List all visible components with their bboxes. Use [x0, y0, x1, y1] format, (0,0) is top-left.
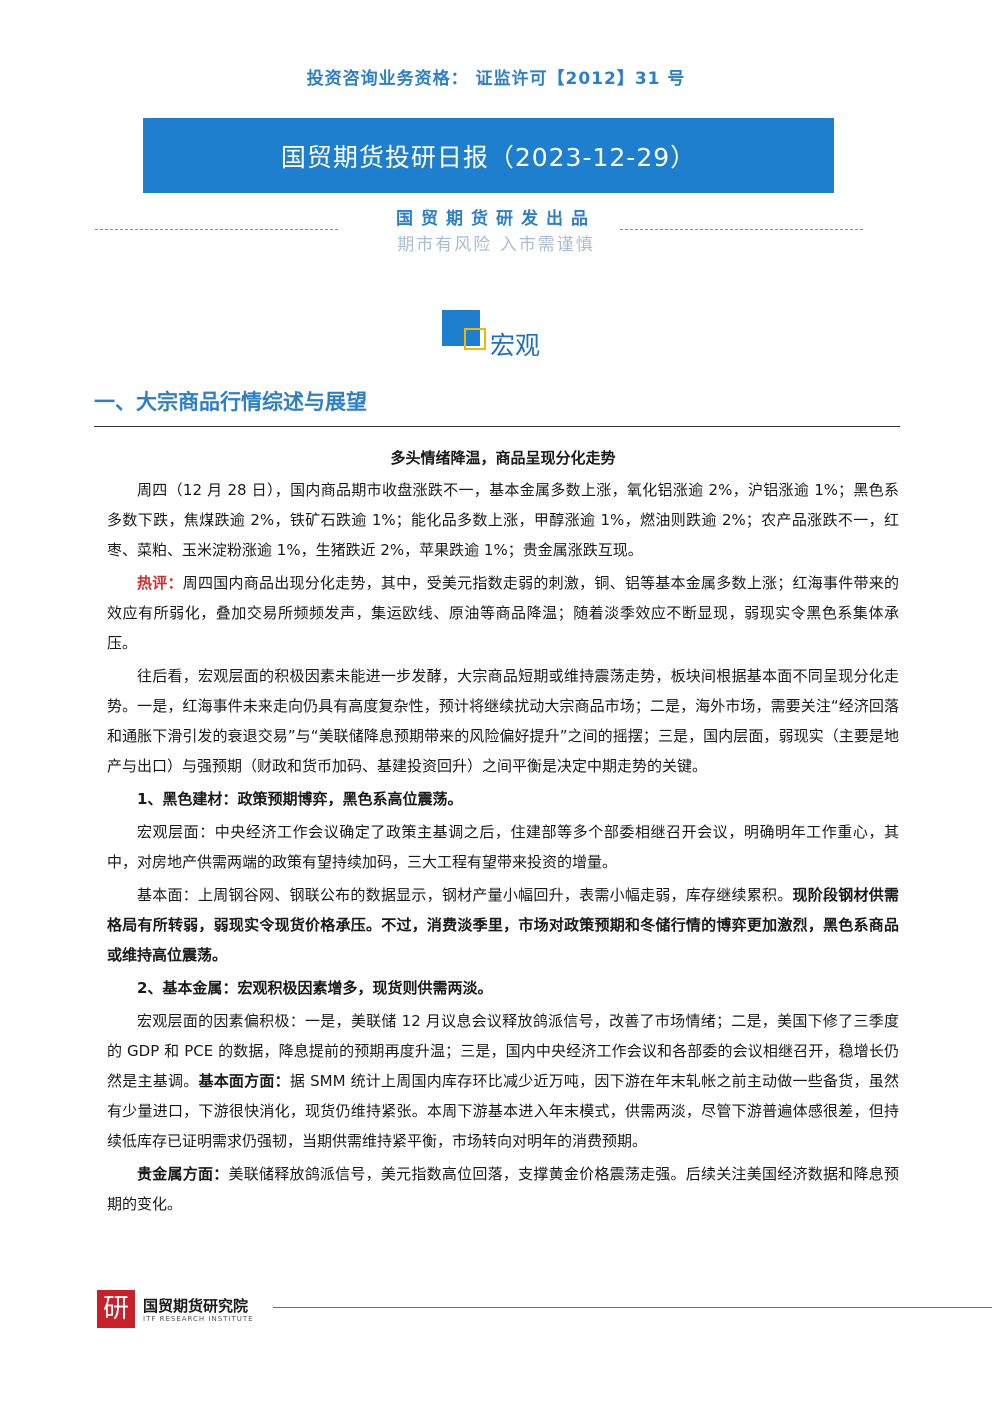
report-title-banner: 国贸期货投研日报（2023-12-29）: [143, 118, 834, 193]
publisher-text: 国贸期货研发出品: [396, 209, 596, 229]
paragraph-base-metals-heading: 2、基本金属：宏观积极因素增多，现货则供需两淡。: [137, 979, 493, 997]
footer-rule: [273, 1307, 992, 1308]
report-title: 国贸期货投研日报（2023-12-29）: [280, 142, 697, 172]
paragraph-ferrous-macro: 宏观层面：中央经济工作会议确定了政策主基调之后，住建部等多个部委相继召开会议，明…: [107, 823, 899, 871]
org-name: 国贸期货研究院: [143, 1297, 249, 1315]
precious-metals-label: 贵金属方面：: [137, 1165, 229, 1183]
paragraph-market-summary: 周四（12 月 28 日），国内商品期市收盘涨跌不一，基本金属多数上涨，氧化铝涨…: [107, 481, 899, 559]
dashed-divider-left: [95, 229, 338, 230]
section-title: 宏观: [490, 331, 541, 360]
hot-comment-text: 周四国内商品出现分化走势，其中，受美元指数走弱的刺激，铜、铝等基本金属多数上涨；…: [107, 574, 899, 652]
dashed-divider-right: [620, 229, 863, 230]
paragraph-hot-comment: 热评：周四国内商品出现分化走势，其中，受美元指数走弱的刺激，铜、铝等基本金属多数…: [107, 568, 899, 658]
base-metals-macro-text: 宏观层面的因素偏积极：一是，美联储 12 月议息会议释放鸽派信号，改善了市场情绪…: [107, 1012, 899, 1090]
section-heading: 一、大宗商品行情综述与展望: [94, 390, 367, 414]
section-marker-icon: [442, 310, 488, 354]
research-logo-icon: 研: [97, 1290, 135, 1328]
paragraph-base-metals-detail: 宏观层面的因素偏积极：一是，美联储 12 月议息会议释放鸽派信号，改善了市场情绪…: [107, 1006, 899, 1156]
precious-metals-text: 美联储释放鸽派信号，美元指数高位回落，支撑黄金价格震荡走强。后续关注美国经济数据…: [107, 1165, 899, 1213]
ferrous-fundamentals-bold: 现阶段钢材供需格局有所转弱，弱现实令现货价格承压。不过，消费淡季里，市场对政策预…: [107, 886, 899, 964]
section-marker-yellow-square: [464, 328, 486, 350]
base-metals-fundamentals-text: 据 SMM 统计上周国内库存环比减少近万吨，因下游在年末轧帐之前主动做一些备货，…: [107, 1072, 899, 1150]
paragraph-outlook: 往后看，宏观层面的积极因素未能进一步发酵，大宗商品短期或维持震荡走势，板块间根据…: [107, 667, 899, 775]
hot-comment-label: 热评：: [137, 574, 183, 592]
risk-warning: 期市有风险 入市需谨慎: [397, 235, 595, 255]
paragraph-precious-metals: 贵金属方面：美联储释放鸽派信号，美元指数高位回落，支撑黄金价格震荡走强。后续关注…: [107, 1159, 899, 1219]
paragraph-ferrous-heading: 1、黑色建材：政策预期博弈，黑色系高位震荡。: [137, 790, 463, 808]
page-footer: 研 国贸期货研究院 ITF RESEARCH INSTITUTE: [97, 1290, 992, 1330]
heading-rule: [94, 426, 900, 427]
ferrous-fundamentals-text: 基本面：上周钢谷网、钢联公布的数据显示，钢材产量小幅回升，表需小幅走弱，库存继续…: [137, 886, 793, 904]
article-body: 多头情绪降温，商品呈现分化走势 周四（12 月 28 日），国内商品期市收盘涨跌…: [107, 444, 899, 1222]
base-metals-fundamentals-label: 基本面方面：: [198, 1072, 290, 1090]
article-subtitle: 多头情绪降温，商品呈现分化走势: [390, 449, 616, 467]
org-name-en: ITF RESEARCH INSTITUTE: [143, 1315, 254, 1323]
paragraph-ferrous-fundamentals: 基本面：上周钢谷网、钢联公布的数据显示，钢材产量小幅回升，表需小幅走弱，库存继续…: [107, 880, 899, 970]
license-text: 投资咨询业务资格： 证监许可【2012】31 号: [306, 69, 686, 89]
